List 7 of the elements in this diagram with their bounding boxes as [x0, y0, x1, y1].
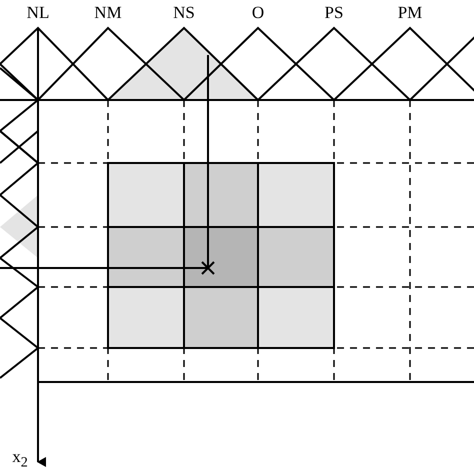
membership-label: O: [252, 4, 264, 22]
axis-label: x$_{2}$: [12, 448, 28, 472]
membership-label: PM: [398, 4, 422, 22]
membership-label: NS: [173, 4, 195, 22]
membership-label: NL: [26, 4, 50, 22]
membership-label: PS: [324, 4, 344, 22]
membership-label: NM: [94, 4, 122, 22]
